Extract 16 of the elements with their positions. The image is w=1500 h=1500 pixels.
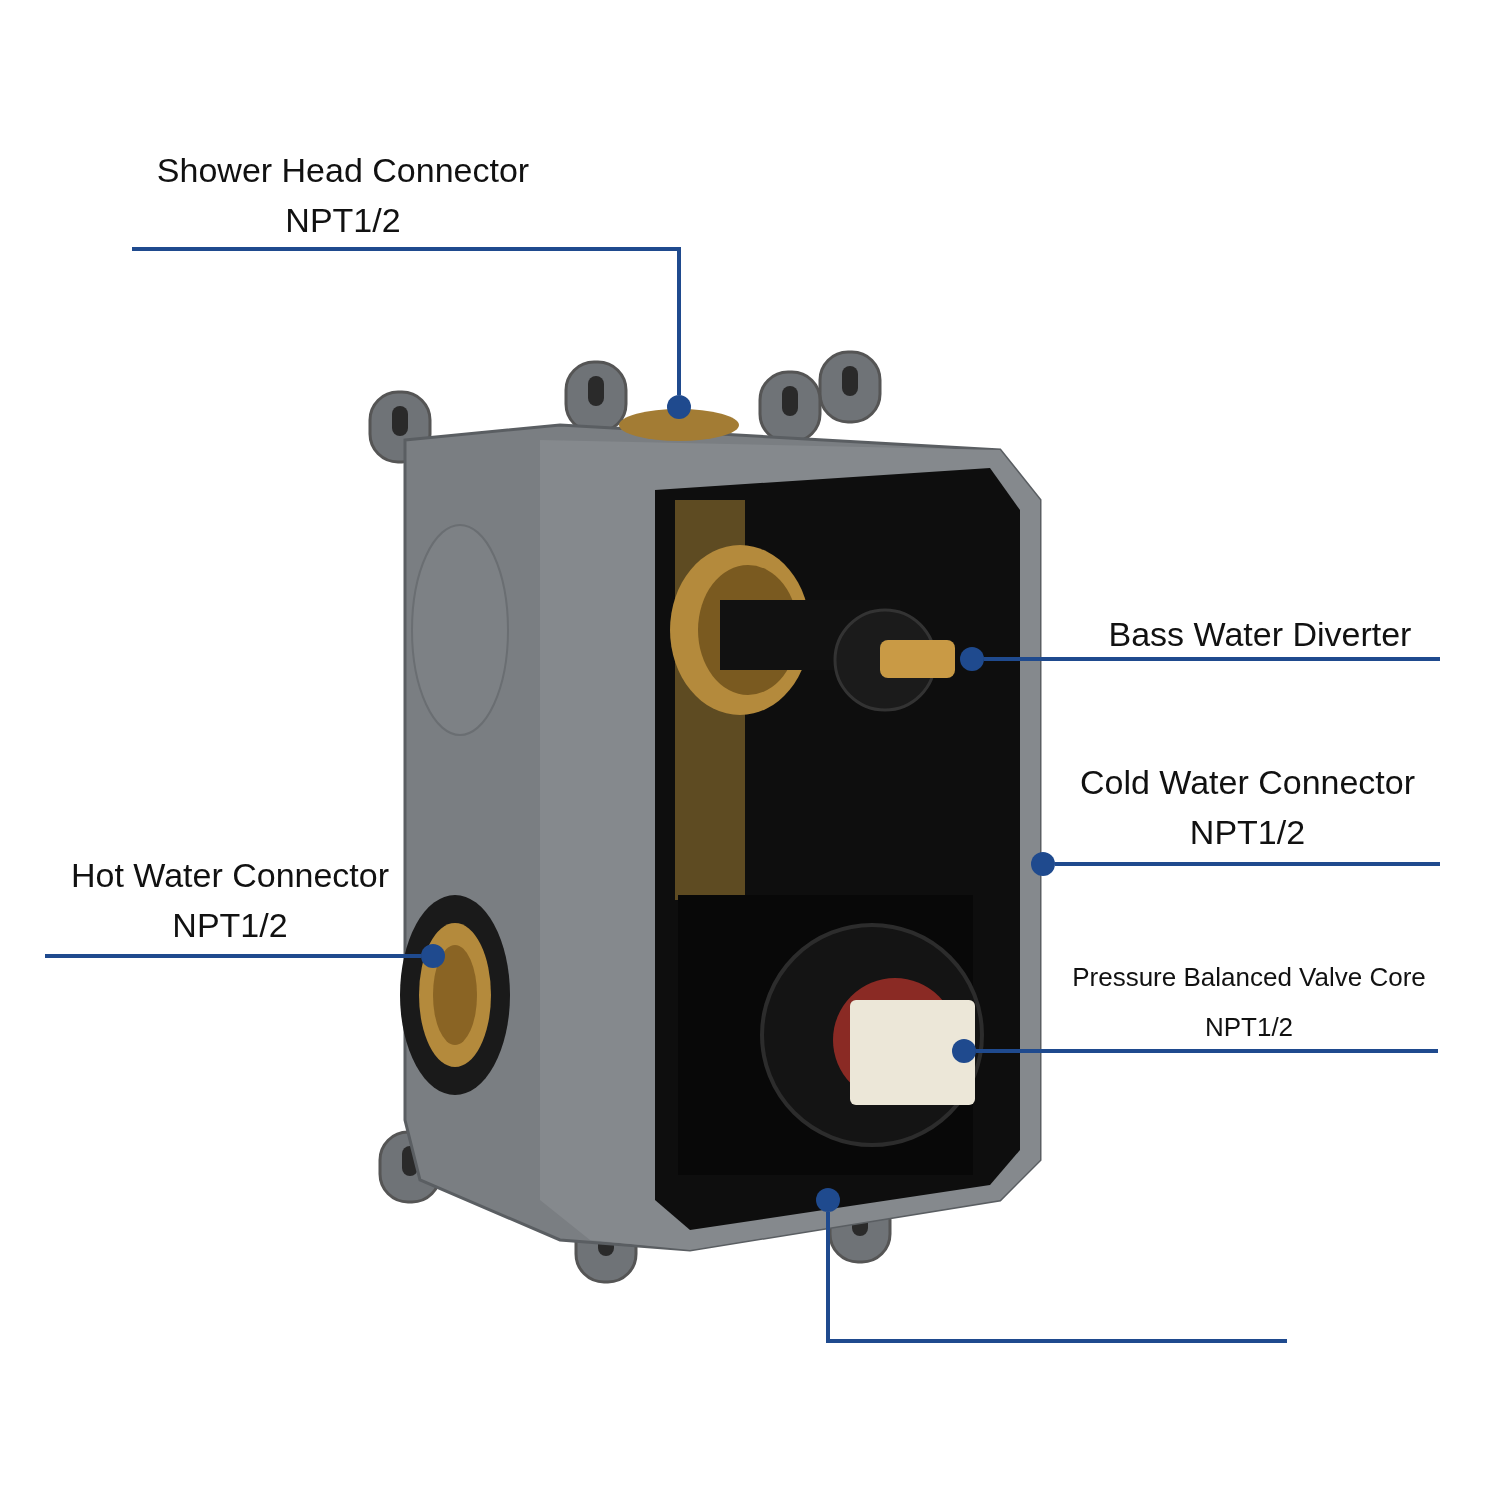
leader-dot [1031, 852, 1055, 876]
part-label: Cold Water Connector [1079, 762, 1416, 803]
part-label: Bass Water Diverter [1108, 614, 1412, 655]
leader-dot [667, 395, 691, 419]
leader-line [1053, 862, 1440, 866]
leader-line [45, 954, 423, 958]
thread-size-label: NPT1/2 [1204, 1011, 1294, 1044]
leader-line [132, 247, 681, 395]
leader-line [982, 657, 1440, 661]
thread-size-label: NPT1/2 [285, 200, 401, 241]
leader-line [974, 1049, 1438, 1053]
part-label: Shower Head Connector [156, 150, 530, 191]
thread-size-label: NPT1/2 [1189, 812, 1306, 853]
thread-size-label: NPT1/2 [172, 905, 288, 946]
part-label: Pressure Balanced Valve Core [1072, 961, 1426, 994]
part-label: Hot Water Connector [70, 855, 390, 896]
